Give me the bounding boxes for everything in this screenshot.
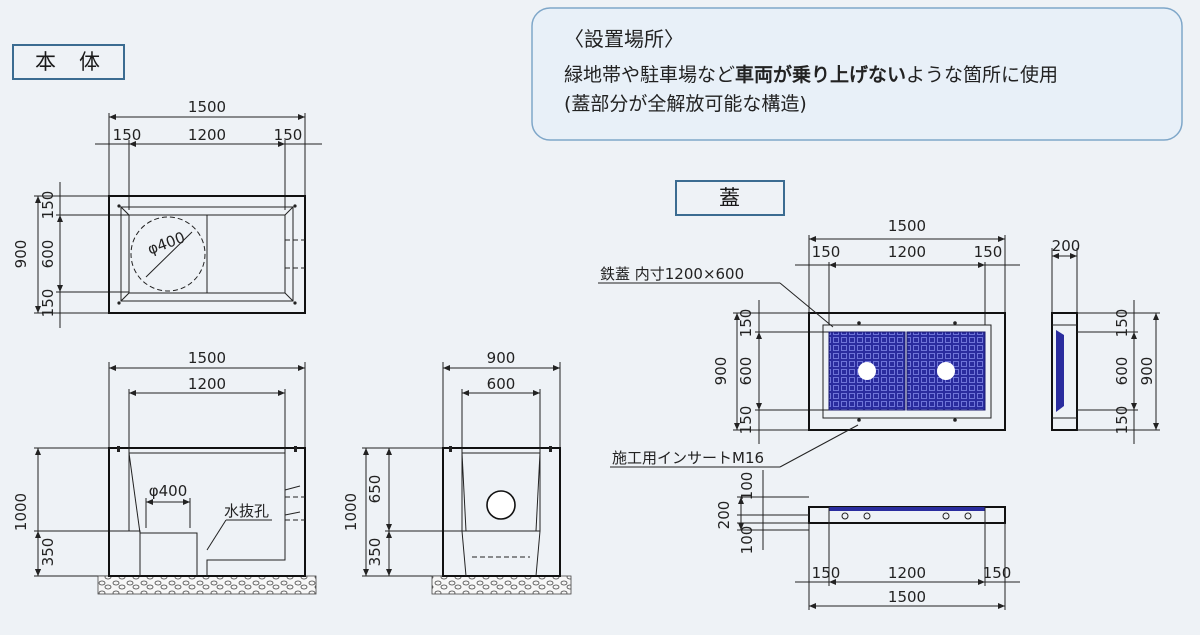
note-line-1: 緑地帯や駐車場など車両が乗り上げないような箇所に使用	[564, 63, 1058, 86]
section-label-body: 本 体	[12, 44, 125, 80]
lid-plan-width-mid: 1200	[888, 243, 926, 261]
body-side-width-inner: 600	[487, 375, 516, 393]
lid-plan-width-total: 1500	[888, 217, 926, 235]
lid-side-height-top: 150	[1113, 309, 1131, 338]
lid-plan-height-mid: 600	[737, 357, 755, 386]
lid-label-text: 蓋	[719, 186, 741, 210]
lid-plan-width-right: 150	[974, 243, 1003, 261]
cover-keyhole-icon	[937, 362, 955, 380]
lid-side-height-total: 900	[1138, 357, 1156, 386]
side-pipe-hole	[486, 490, 516, 520]
body-side-width-total: 900	[487, 349, 516, 367]
body-plan-height-bot: 150	[39, 289, 57, 318]
body-plan-height-mid: 600	[39, 240, 57, 269]
body-side-height-upper: 650	[366, 475, 384, 504]
lid-plan-height-top: 150	[737, 309, 755, 338]
body-side-view: 900 600 1000 650 350	[342, 349, 572, 595]
lid-section-width-total: 1500	[888, 588, 926, 606]
lid-section-height-total: 200	[715, 501, 733, 530]
body-plan-height-total: 900	[12, 240, 30, 269]
body-plan-width-mid: 1200	[188, 126, 226, 144]
note-line-1-post: ような箇所に使用	[906, 64, 1058, 86]
drain-hole-label: 水抜孔	[224, 502, 269, 520]
lid-section-height-bot: 100	[738, 526, 756, 555]
body-plan-view: 1500 150 1200 150 900 150 600 150 φ400	[12, 98, 322, 328]
lid-plan-width-left: 150	[812, 243, 841, 261]
installation-note: 〈設置場所〉 緑地帯や駐車場など車両が乗り上げないような箇所に使用 (蓋部分が全…	[531, 7, 1183, 141]
lid-plan-height-total: 900	[712, 357, 730, 386]
lid-section-width-mid: 1200	[888, 564, 926, 582]
body-front-width-inner: 1200	[188, 375, 226, 393]
lid-section-view: 100 200 100 150 1200 150 1500	[715, 470, 1020, 610]
lid-side-view: 200 150 600 150 900	[1051, 237, 1160, 444]
lid-section-width-right: 150	[983, 564, 1012, 582]
body-front-height-low: 350	[39, 538, 57, 567]
note-line-1-pre: 緑地帯や駐車場など	[564, 64, 735, 86]
body-label-text: 本 体	[35, 50, 101, 74]
section-label-lid: 蓋	[675, 180, 785, 216]
note-line-1-bold: 車両が乗り上げない	[735, 63, 906, 86]
lid-side-height-bot: 150	[1113, 406, 1131, 435]
cover-callout: 鉄蓋 内寸1200×600	[600, 265, 744, 283]
lid-side-height-mid: 600	[1113, 357, 1131, 386]
body-front-height-total: 1000	[12, 493, 30, 531]
lid-plan-view: 1500 150 1200 150 900 150 600 150 鉄蓋 内寸1…	[598, 217, 1020, 468]
body-plan-width-right: 150	[274, 126, 303, 144]
body-front-hole-dia: φ400	[149, 482, 188, 500]
note-title: 〈設置場所〉	[564, 27, 684, 51]
note-box	[531, 7, 1183, 141]
lid-side-width: 200	[1052, 237, 1081, 255]
note-line-2: (蓋部分が全解放可能な構造)	[564, 93, 807, 115]
body-side-height-low: 350	[366, 538, 384, 567]
lid-section-height-top: 100	[738, 472, 756, 501]
body-front-view: 1500 1200 1000 350 φ400 水抜孔	[12, 349, 317, 595]
cover-logo-icon	[858, 362, 876, 380]
lid-section-width-left: 150	[812, 564, 841, 582]
body-plan-width-left: 150	[113, 126, 142, 144]
insert-callout: 施工用インサートM16	[612, 449, 764, 467]
body-front-width-total: 1500	[188, 349, 226, 367]
lid-plan-height-bot: 150	[737, 406, 755, 435]
body-plan-width-total: 1500	[188, 98, 226, 116]
body-side-height-total: 1000	[342, 493, 360, 531]
body-plan-height-top: 150	[39, 191, 57, 220]
gravel-base	[97, 575, 317, 595]
body-plan-hole-dia: φ400	[145, 228, 187, 258]
